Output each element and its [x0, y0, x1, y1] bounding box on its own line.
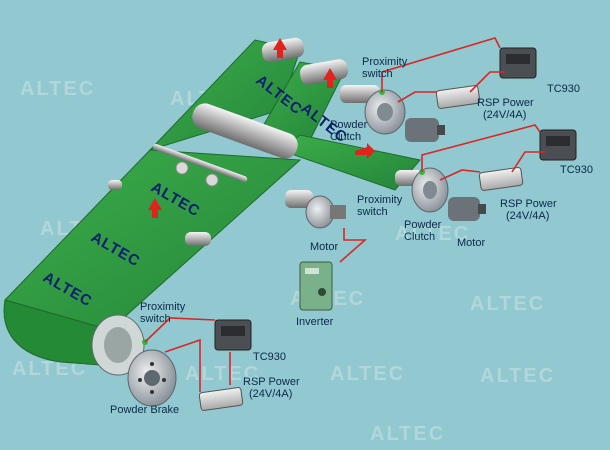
- powder-clutch-1: [340, 85, 445, 142]
- rsp-power-supply: [478, 167, 524, 191]
- label-powder-clutch-2: Powder Clutch: [404, 219, 444, 243]
- label-line: Powder: [404, 219, 442, 231]
- label-proximity-switch-3: Proximity switch: [140, 301, 188, 325]
- label-line: RSP Power: [500, 198, 557, 210]
- label-line: Proximity: [140, 301, 186, 313]
- label-line: (24V/4A): [483, 109, 526, 121]
- powder-clutch-2: [395, 167, 486, 221]
- label-rsp-power-1: RSP Power (24V/4A): [477, 97, 537, 121]
- signal-wiring: [144, 37, 545, 392]
- label-proximity-switch-1: Proximity switch: [362, 56, 410, 80]
- direction-arrows: [148, 38, 375, 218]
- label-line: RSP Power: [243, 376, 300, 388]
- label-line: (24V/4A): [249, 388, 292, 400]
- guide-roller-large: [192, 103, 298, 159]
- inverter-unit: [299, 261, 333, 311]
- label-motor-2: Motor: [457, 237, 485, 249]
- label-line: switch: [362, 68, 393, 80]
- watermark: ALTEC: [480, 365, 555, 387]
- watermark: ALTEC: [395, 223, 470, 245]
- rsp-power-supply: [435, 85, 481, 109]
- label-line: Proximity: [362, 56, 408, 68]
- label-line: RSP Power: [477, 97, 534, 109]
- guide-shaft: [152, 143, 248, 187]
- powder-brake: [127, 339, 177, 407]
- label-rsp-power-3: RSP Power (24V/4A): [243, 376, 303, 400]
- watermark-group: ALTEC ALTEC ALTEC ALTEC ALTEC ALTEC ALTE…: [12, 78, 555, 445]
- label-line: Clutch: [404, 231, 435, 243]
- watermark: ALTEC: [20, 78, 95, 100]
- label-rsp-power-2: RSP Power (24V/4A): [500, 198, 560, 222]
- label-tc930-1: TC930: [547, 83, 580, 95]
- label-inverter: Inverter: [296, 316, 334, 328]
- watermark: ALTEC: [330, 363, 405, 385]
- watermark: ALTEC: [12, 358, 87, 380]
- label-line: switch: [140, 313, 171, 325]
- label-powder-clutch-1: Powder Clutch: [330, 119, 370, 143]
- watermark: ALTEC: [470, 293, 545, 315]
- label-motor-main: Motor: [310, 241, 338, 253]
- label-line: (24V/4A): [506, 210, 549, 222]
- watermark: ALTEC: [185, 363, 260, 385]
- tc930-controller: [539, 129, 577, 161]
- motor-main: [285, 190, 346, 229]
- label-tc930-2: TC930: [560, 164, 593, 176]
- label-line: Clutch: [330, 131, 361, 143]
- label-line: switch: [357, 206, 388, 218]
- rsp-power-supply: [198, 387, 244, 411]
- label-powder-brake: Powder Brake: [110, 404, 179, 416]
- labels: Proximity switch Powder Clutch TC930 RSP…: [110, 56, 593, 416]
- watermark: ALTEC: [370, 423, 445, 445]
- tc930-controller: [499, 47, 537, 79]
- label-proximity-switch-2: Proximity switch: [357, 194, 405, 218]
- label-line: Proximity: [357, 194, 403, 206]
- tc930-controller: [214, 319, 252, 351]
- brake-roll: [91, 314, 145, 376]
- web-belt: [3, 39, 421, 366]
- label-line: Powder: [330, 119, 368, 131]
- idler-roller: [108, 180, 211, 246]
- top-roller-2: [299, 59, 349, 85]
- label-tc930-3: TC930: [253, 351, 286, 363]
